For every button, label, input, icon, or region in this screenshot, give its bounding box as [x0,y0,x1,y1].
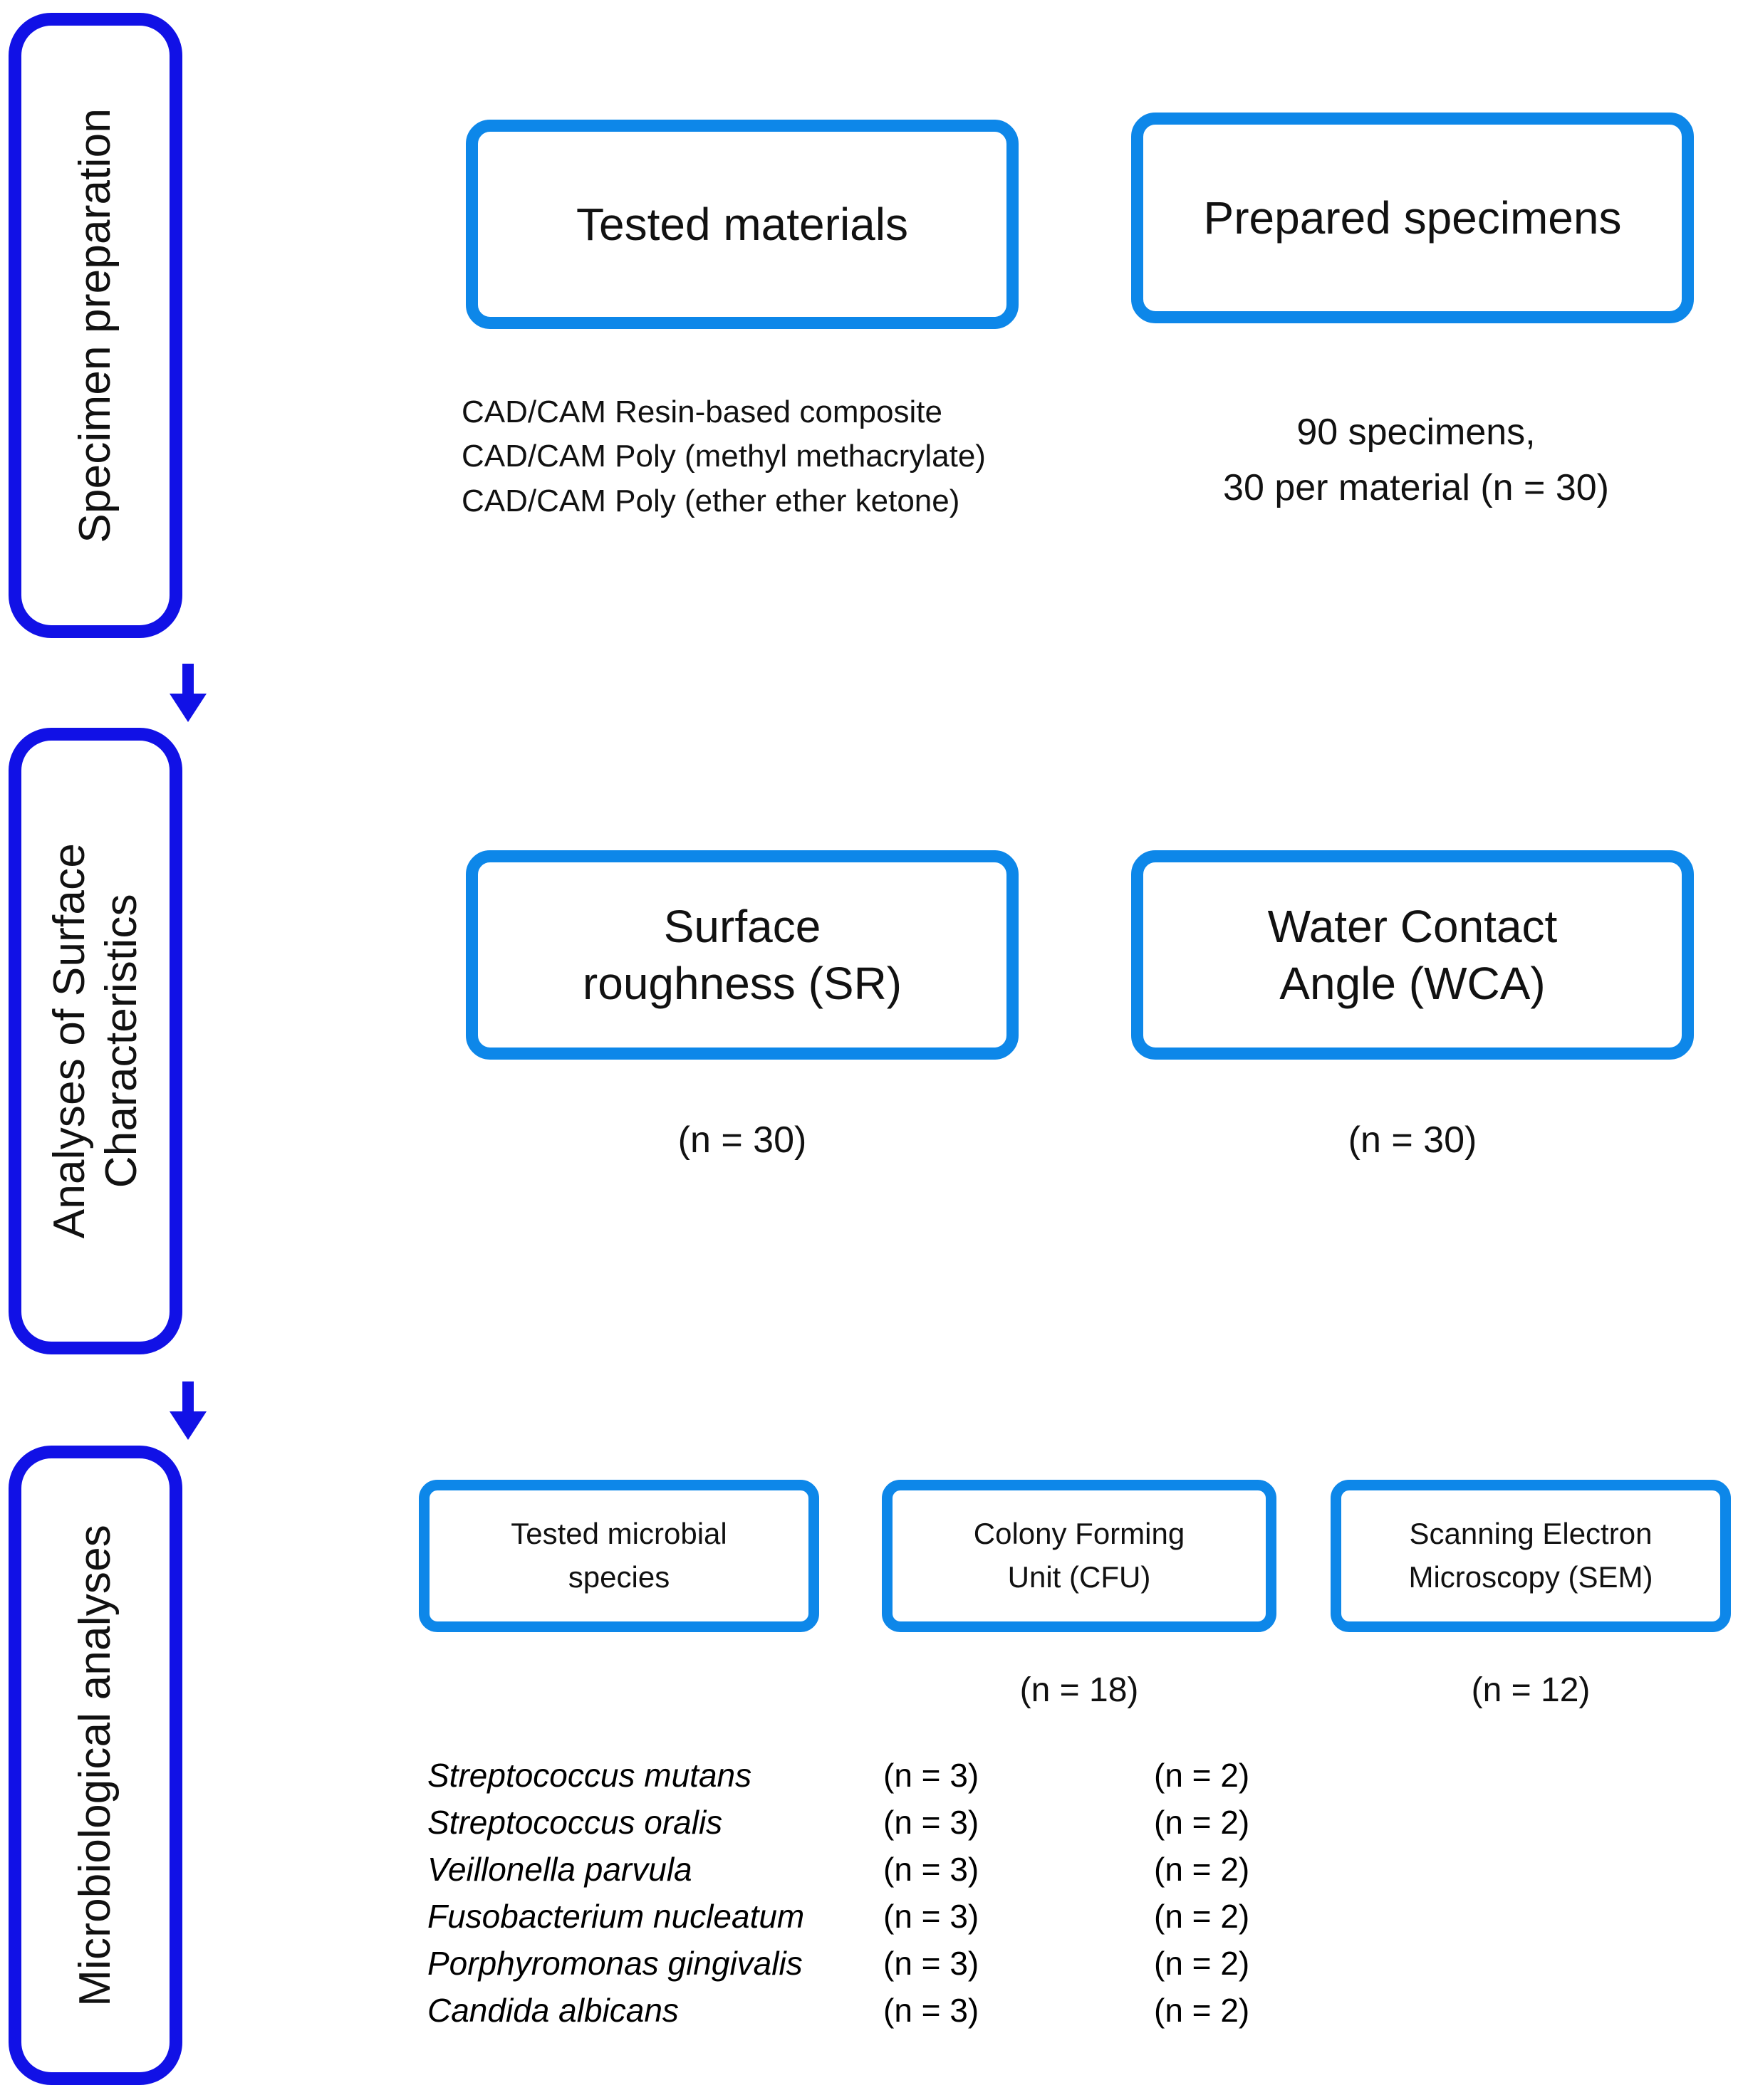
step-label-tested-microbial-species: Tested microbial species [511,1517,727,1594]
table-row: Candida albicans (n = 3) (n = 2) [427,1994,1425,2041]
species-name: Fusobacterium nucleatum [427,1898,805,1935]
species-sem-count: (n = 2) [1154,1804,1250,1841]
table-row: Fusobacterium nucleatum (n = 3) (n = 2) [427,1900,1425,1947]
caption-tested-materials-list: CAD/CAM Resin-based composite CAD/CAM Po… [462,395,986,518]
species-name: Porphyromonas gingivalis [427,1945,803,1982]
table-row: Streptococcus oralis (n = 3) (n = 2) [427,1806,1425,1853]
arrow-phase1-to-phase2 [154,664,222,723]
caption-sem-total-n: (n = 12) [1471,1671,1591,1709]
step-label-prepared-specimens: Prepared specimens [1203,192,1622,244]
species-name: Veillonella parvula [427,1851,692,1888]
step-label-water-contact-angle: Water Contact Angle (WCA) [1267,901,1558,1009]
step-box-prepared-specimens[interactable]: Prepared specimens [1131,113,1694,323]
species-sem-count: (n = 2) [1154,1851,1250,1888]
species-sem-count: (n = 2) [1154,1898,1250,1935]
species-name: Streptococcus mutans [427,1757,752,1794]
arrow-phase2-to-phase3 [154,1381,222,1441]
phase-label-surface-characteristics: Analyses of Surface Characteristics [44,843,146,1239]
phase-label-specimen-preparation: Specimen preparation [71,108,120,543]
step-box-tested-microbial-species[interactable]: Tested microbial species [419,1480,819,1632]
species-cfu-count: (n = 3) [883,1851,979,1888]
step-label-tested-materials: Tested materials [576,199,908,250]
step-box-water-contact-angle[interactable]: Water Contact Angle (WCA) [1131,850,1694,1060]
table-row: Porphyromonas gingivalis (n = 3) (n = 2) [427,1947,1425,1994]
species-cfu-count: (n = 3) [883,1992,979,2029]
step-box-scanning-electron-microscopy[interactable]: Scanning Electron Microscopy (SEM) [1331,1480,1731,1632]
species-name: Candida albicans [427,1992,679,2029]
species-cfu-count: (n = 3) [883,1804,979,1841]
table-row: Veillonella parvula (n = 3) (n = 2) [427,1853,1425,1900]
species-cfu-count: (n = 3) [883,1757,979,1794]
caption-water-contact-angle-n: (n = 30) [1348,1119,1477,1161]
phase-box-microbiological-analyses: Microbiological analyses [9,1446,182,2085]
species-sem-count: (n = 2) [1154,1992,1250,2029]
step-label-colony-forming-unit: Colony Forming Unit (CFU) [973,1517,1185,1594]
caption-cfu-total-n: (n = 18) [1019,1671,1139,1709]
step-label-scanning-electron-microscopy: Scanning Electron Microscopy (SEM) [1408,1517,1653,1594]
species-name: Streptococcus oralis [427,1804,723,1841]
table-row: Streptococcus mutans (n = 3) (n = 2) [427,1759,1425,1806]
species-cfu-count: (n = 3) [883,1945,979,1982]
step-box-tested-materials[interactable]: Tested materials [466,120,1019,329]
phase-label-microbiological-analyses: Microbiological analyses [71,1524,120,2007]
step-label-surface-roughness: Surface roughness (SR) [582,901,902,1009]
step-box-surface-roughness[interactable]: Surface roughness (SR) [466,850,1019,1060]
phase-box-surface-characteristics: Analyses of Surface Characteristics [9,728,182,1354]
caption-surface-roughness-n: (n = 30) [677,1119,807,1161]
phase-box-specimen-preparation: Specimen preparation [9,13,182,638]
species-cfu-count: (n = 3) [883,1898,979,1935]
species-sem-count: (n = 2) [1154,1757,1250,1794]
step-box-colony-forming-unit[interactable]: Colony Forming Unit (CFU) [882,1480,1276,1632]
species-table: Streptococcus mutans (n = 3) (n = 2) Str… [427,1759,1425,2041]
caption-prepared-specimens-count: 90 specimens, 30 per material (n = 30) [1223,412,1609,508]
species-sem-count: (n = 2) [1154,1945,1250,1982]
